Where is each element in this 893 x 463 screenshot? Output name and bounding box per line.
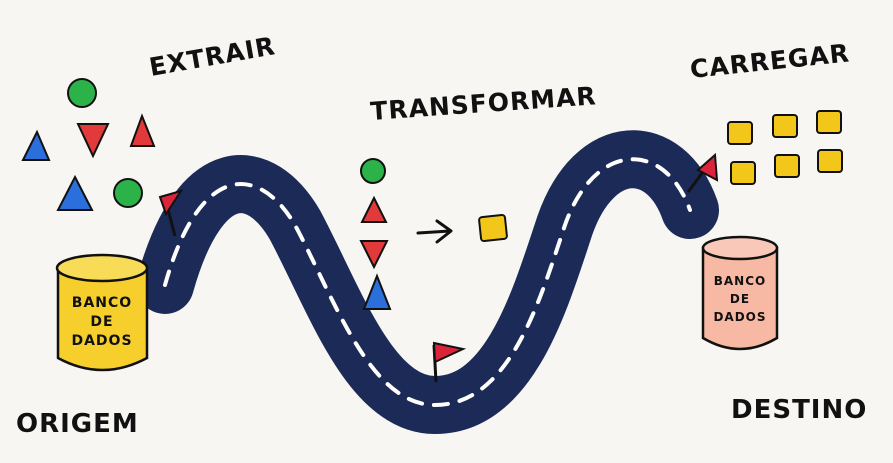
blue-triangle: [362, 273, 392, 310]
green-circle: [360, 158, 386, 184]
target-db-line2: DE: [730, 292, 750, 306]
arrow-right-icon: [416, 219, 453, 244]
database-cylinder-icon: BANCO DE DADOS: [55, 253, 149, 372]
road-center-line: [163, 157, 692, 408]
green-circle: [113, 178, 143, 208]
target-db-line1: BANCO: [714, 274, 766, 288]
green-circle: [67, 78, 97, 108]
destination-label: DESTINO: [731, 395, 867, 425]
source-db-line3: DADOS: [71, 333, 132, 349]
transform-label: TRANSFORMAR: [369, 81, 597, 126]
flag-icon: [432, 341, 467, 383]
extract-label: EXTRAIR: [147, 31, 278, 82]
flag-icon: [158, 189, 184, 237]
red-triangle-down: [76, 123, 110, 159]
yellow-square: [478, 214, 508, 242]
flag-icon: [686, 152, 719, 193]
load-label: CARREGAR: [689, 38, 852, 84]
load-squares: [727, 110, 843, 185]
source-db-line1: BANCO: [72, 295, 132, 311]
origin-label: ORIGEM: [16, 409, 139, 439]
red-triangle: [129, 113, 156, 147]
target-db-line3: DADOS: [713, 310, 766, 324]
transform-shapes: [359, 158, 392, 310]
red-triangle-down: [359, 240, 389, 270]
extract-shapes: [21, 78, 156, 211]
blue-triangle: [56, 174, 94, 211]
red-triangle: [360, 195, 388, 223]
database-cylinder-icon: BANCO DE DADOS: [701, 235, 779, 351]
blue-triangle: [21, 129, 51, 161]
source-db-line2: DE: [90, 314, 113, 330]
road: [136, 130, 719, 435]
